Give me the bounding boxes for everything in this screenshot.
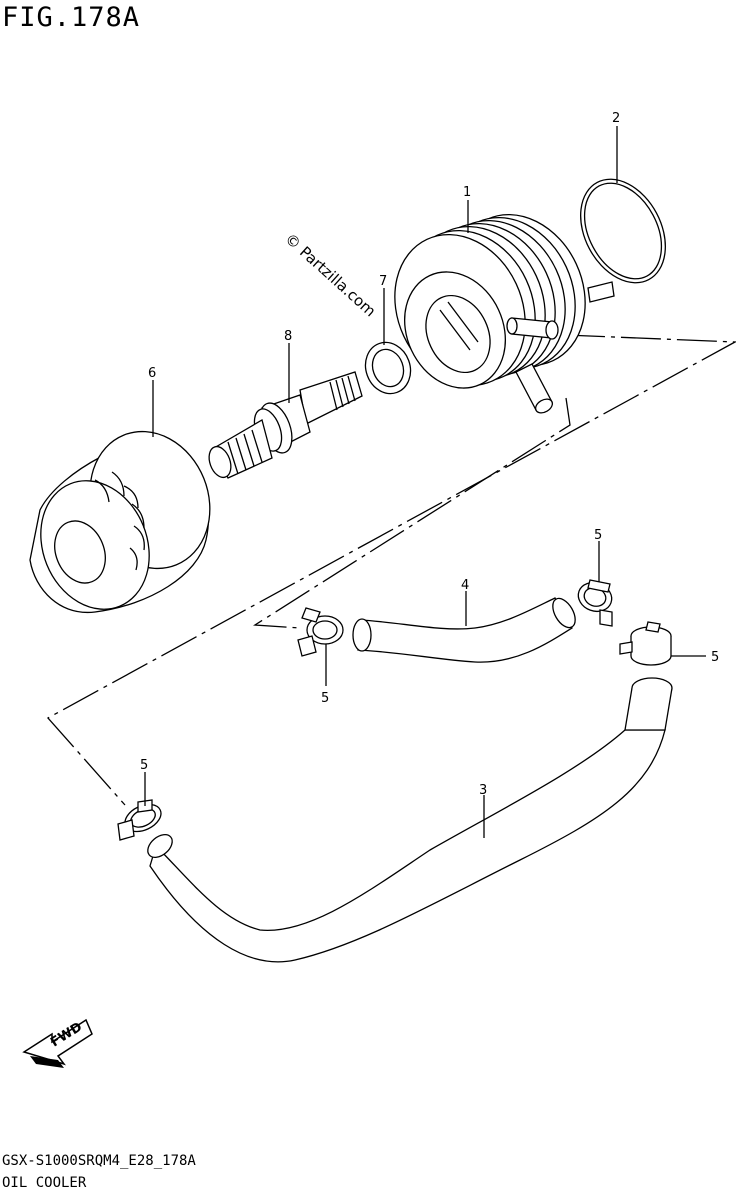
forward-arrow-icon: FWD bbox=[22, 1018, 93, 1068]
clamp-left[interactable] bbox=[117, 799, 165, 841]
callout-5-right-upper: 5 bbox=[594, 528, 602, 543]
callout-5-left: 5 bbox=[140, 758, 148, 773]
callout-2: 2 bbox=[612, 111, 620, 126]
callout-3: 3 bbox=[479, 783, 487, 798]
callout-5-right-lower: 5 bbox=[711, 650, 719, 665]
assembly-boundary-line bbox=[46, 334, 736, 806]
o-ring-part[interactable] bbox=[564, 165, 683, 298]
callout-4: 4 bbox=[461, 578, 469, 593]
callout-1: 1 bbox=[463, 185, 471, 200]
oil-filter-part[interactable] bbox=[22, 413, 230, 625]
upper-hose-part[interactable] bbox=[352, 595, 580, 663]
callout-6: 6 bbox=[148, 366, 156, 381]
section-name: OIL COOLER bbox=[2, 1175, 87, 1191]
callout-8: 8 bbox=[284, 329, 292, 344]
leader-lines bbox=[144, 126, 706, 838]
oil-cooler-part[interactable] bbox=[371, 193, 615, 416]
clamp-mid[interactable] bbox=[297, 607, 344, 657]
gasket-part[interactable] bbox=[358, 336, 417, 400]
callout-7: 7 bbox=[379, 274, 387, 289]
clamp-right-lower[interactable] bbox=[619, 621, 672, 666]
union-bolt-part[interactable] bbox=[205, 371, 363, 480]
watermark-text: © Partzilla.com bbox=[281, 230, 379, 321]
figure-title: FIG.178A bbox=[2, 2, 141, 33]
model-code: GSX-S1000SRQM4_E28_178A bbox=[2, 1153, 196, 1169]
callout-5-mid: 5 bbox=[321, 691, 329, 706]
lower-hose-part[interactable] bbox=[143, 677, 673, 963]
clamp-right-upper[interactable] bbox=[574, 578, 616, 627]
